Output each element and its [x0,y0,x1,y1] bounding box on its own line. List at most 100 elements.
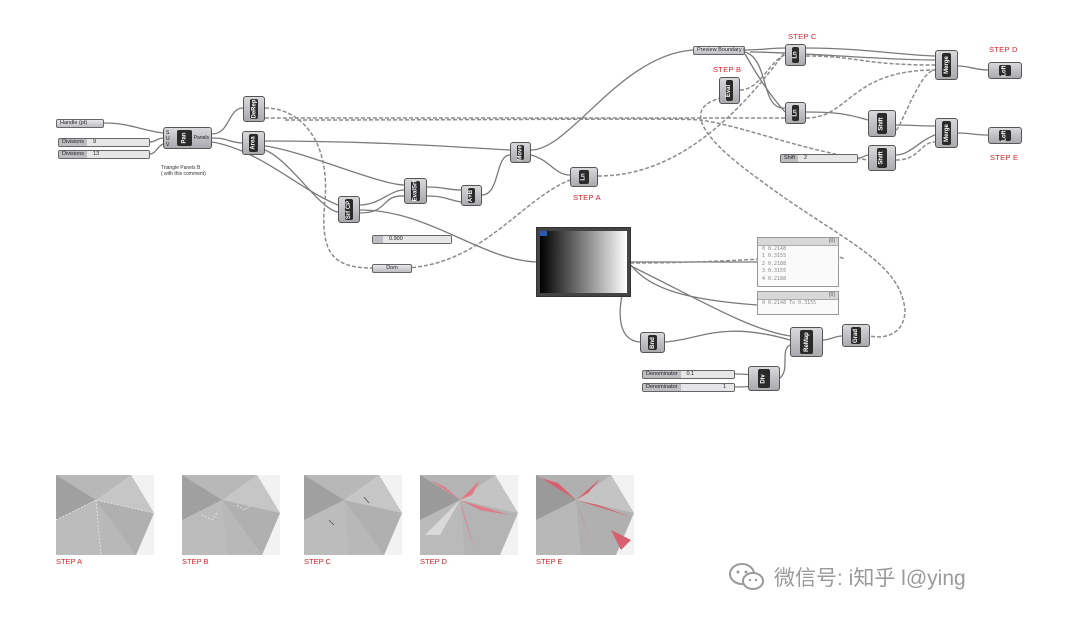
grad-core: Grad [850,327,862,344]
pan-comment: Triangle Panels B ( with this comment) [161,165,206,177]
evalsrf-component[interactable]: EvalSrf [404,178,427,204]
divisions2-slider[interactable]: Divisions 13 [58,150,150,159]
step-b-thumbnail [182,475,280,555]
divisions-slider[interactable]: Divisions 9 [58,138,150,147]
loft2-label: Loft [1001,129,1008,142]
data-panel-1-row: 3 0.3155 [762,268,787,275]
step-a-thumbnail [56,475,154,555]
data-panel-1-row: 1 0.3155 [762,253,787,260]
move-component[interactable]: Move [510,142,531,163]
delrep-component[interactable]: DeRep [243,96,265,122]
step-b-geometry [182,475,280,555]
pan-comment-line1: Triangle Panels B [161,165,201,171]
step-d-thumbnail [420,475,518,555]
srfcp-core: Srf CP [345,199,353,220]
evalsrf-label: EvalSrf [412,180,419,202]
data-panel-1[interactable]: {0} 0 0.2148 1 0.3155 2 0.2188 3 0.3155 … [757,237,839,287]
shift2-component[interactable]: Shift [868,145,896,171]
dom-param[interactable]: Dom [372,264,412,273]
remap-component[interactable]: ReMap [790,327,823,357]
eval-b-component[interactable]: Eval [719,77,740,104]
caption-step-b: STEP B [182,557,209,566]
ln-c-component[interactable]: Ln [785,44,806,66]
step-e-label: STEP E [990,153,1019,162]
move-core: Move [516,144,525,161]
delrep-core: DeRep [250,99,258,119]
step-b-label: STEP B [713,65,742,74]
loft1-label: Loft [1001,64,1008,77]
area-label: Area [250,136,257,150]
loft2-component[interactable]: Loft [988,127,1022,144]
caption-step-e: STEP E [536,557,563,566]
pan-comment-line2: ( with this comment) [161,171,206,177]
step-c-label: STEP C [788,32,817,41]
ln-c2-component[interactable]: Ln [785,102,806,124]
merge1-component[interactable]: Merge [935,50,958,80]
denominator-slider[interactable]: Denominator 0.1 [642,370,735,379]
srfcp-component[interactable]: Srf CP [338,196,360,223]
preview-boundary-param[interactable]: Preview Boundary (M) [693,46,745,55]
denominator-slider-value[interactable]: 0.1 [680,371,734,378]
shift-slider[interactable]: Shift 2 [780,154,858,163]
eval-b-label: Eval [726,84,733,97]
area-component[interactable]: Area [242,131,265,155]
denominator-slider-label: Denominator [643,371,681,378]
div-core: Div [758,369,770,388]
factor-slider-label [373,236,383,243]
loft1-core: Loft [998,64,1012,77]
div-component[interactable]: Div [748,366,780,391]
factor-slider-value[interactable]: 0.900 [383,236,451,243]
merge2-core: Merge [942,121,951,145]
divisions-slider-label: Divisions [59,139,88,146]
pan-core: Pan [177,130,193,146]
data-panel-2[interactable]: {0} 0 0.2148 To 0.3155 [757,291,839,315]
data-panel-2-header: {0} [758,292,838,300]
factor-slider[interactable]: 0.900 [372,235,452,244]
watermark: 微信号: i知乎 l@ying [728,562,966,592]
divisions-slider-value[interactable]: 9 [87,139,149,146]
shift-slider-value[interactable]: 2 [798,155,857,162]
step-a-label: STEP A [573,193,601,202]
denominator2-slider-label: Denominator [643,384,681,391]
step-e-thumbnail [536,475,634,555]
shift2-core: Shift [876,148,888,168]
denominator2-slider-value[interactable]: 1 [680,384,734,391]
denominator2-slider[interactable]: Denominator 1 [642,383,735,392]
gradient-tag-icon [540,231,547,236]
ln-c-core: Ln [791,47,800,63]
shift2-label: Shift [879,151,885,165]
step-c-geometry [304,475,402,555]
ln-c2-core: Ln [791,105,800,121]
loft1-component[interactable]: Loft [988,62,1022,79]
step-e-geometry [536,475,634,555]
area-core: Area [249,134,258,152]
move-label: Move [517,144,524,161]
pan-label: Pan [181,132,188,144]
bnd-component[interactable]: Bnd [640,332,665,353]
eval-b-core: Eval [725,80,734,101]
merge2-component[interactable]: Merge [935,118,958,148]
amp-component[interactable]: A+B [461,185,482,206]
wechat-icon [729,563,764,590]
shift1-label: Shift [879,116,885,131]
caption-step-c: STEP C [304,557,331,566]
ln-c2-label: Ln [792,109,799,117]
step-a-geometry [56,475,154,555]
divisions2-slider-label: Divisions [59,151,88,158]
ln-a-component[interactable]: Ln [570,167,598,187]
pan-outputs: Panels [193,135,209,141]
remap-core: ReMap [800,330,813,354]
grad-component[interactable]: Grad [842,324,870,347]
shift1-component[interactable]: Shift [868,110,896,137]
loft2-core: Loft [998,129,1012,142]
divisions2-slider-value[interactable]: 13 [87,151,149,158]
step-c-thumbnail [304,475,402,555]
evalsrf-core: EvalSrf [411,180,420,202]
remap-label: ReMap [803,332,810,352]
gradient-preview[interactable] [536,227,631,297]
data-panel-2-row: 0 0.2148 To 0.3155 [762,300,817,306]
handle-param[interactable]: Handle (pt) [56,119,104,128]
amp-core: A+B [467,188,476,203]
